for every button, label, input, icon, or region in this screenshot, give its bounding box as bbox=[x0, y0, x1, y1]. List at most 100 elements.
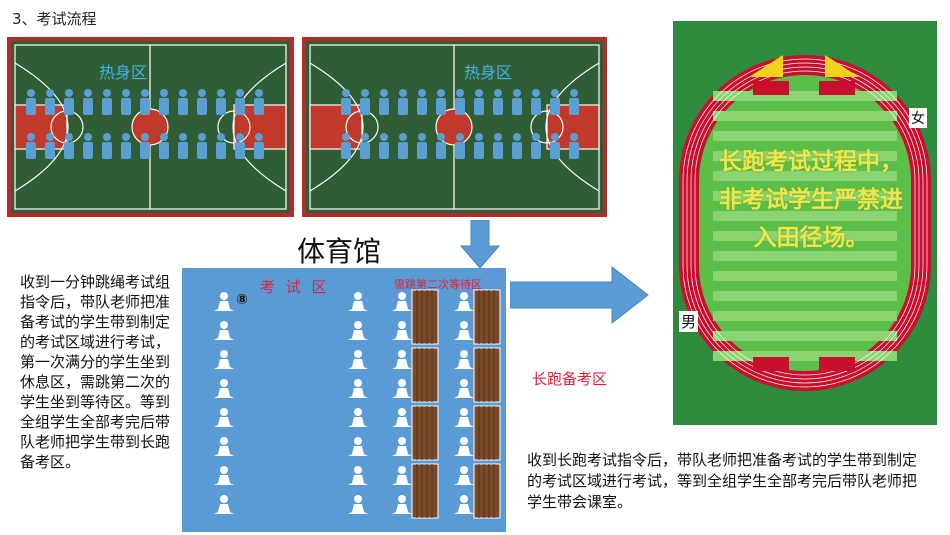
gym-label: 体育馆 bbox=[297, 235, 382, 268]
student-figure bbox=[512, 133, 522, 159]
student-figure bbox=[569, 89, 579, 115]
exam-figures bbox=[214, 289, 501, 519]
student-figure bbox=[455, 133, 465, 159]
seated-student-icon bbox=[214, 437, 234, 456]
student-figure bbox=[569, 133, 579, 159]
seated-student-icon bbox=[214, 350, 234, 369]
student-figure bbox=[531, 133, 541, 159]
seated-student-icon bbox=[348, 379, 368, 398]
student-figure bbox=[216, 133, 226, 159]
student-figure bbox=[83, 133, 93, 159]
seated-student-icon bbox=[392, 437, 412, 456]
bench bbox=[473, 347, 501, 403]
seated-student-icon bbox=[348, 437, 368, 456]
student-figure bbox=[26, 89, 36, 115]
warmup-court-right: 热身区 bbox=[302, 37, 607, 217]
seated-student-icon bbox=[214, 408, 234, 427]
student-figure bbox=[379, 133, 389, 159]
seated-student-icon bbox=[214, 466, 234, 485]
student-figure bbox=[64, 133, 74, 159]
left-instructions: 收到一分钟跳绳考试组指令后，带队老师把准备考试的学生带到制定的考试区域进行考试，… bbox=[20, 273, 171, 471]
seated-student-icon bbox=[214, 292, 234, 311]
student-figure bbox=[512, 89, 522, 115]
exam-area: 考 试 区 需跳第二次等待区 ⑧ bbox=[182, 268, 506, 532]
circle-number: ⑧ bbox=[236, 292, 248, 308]
seated-student-icon bbox=[214, 379, 234, 398]
student-figure bbox=[254, 89, 264, 115]
bottom-instructions: 收到长跑考试指令后，带队老师把准备考试的学生带到制定的考试区域进行考试，等到全组… bbox=[527, 451, 918, 511]
running-track: 长跑考试过程中，非考试学生严禁进入田径场。 女 男 bbox=[673, 21, 937, 425]
bench bbox=[411, 347, 439, 403]
student-figure bbox=[45, 89, 55, 115]
student-figure bbox=[235, 89, 245, 115]
warmup-label-right: 热身区 bbox=[464, 63, 513, 82]
student-figure bbox=[417, 89, 427, 115]
student-figure bbox=[474, 133, 484, 159]
student-figure bbox=[216, 89, 226, 115]
seated-student-icon bbox=[348, 350, 368, 369]
student-figure bbox=[26, 133, 36, 159]
student-figure bbox=[178, 133, 188, 159]
student-figure bbox=[398, 89, 408, 115]
seated-student-icon bbox=[454, 408, 474, 427]
seated-student-icon bbox=[454, 350, 474, 369]
bench bbox=[411, 405, 439, 461]
bench bbox=[473, 289, 501, 345]
male-label: 男 bbox=[679, 311, 699, 332]
wait-area-title: 需跳第二次等待区 bbox=[394, 278, 482, 291]
student-figure bbox=[341, 89, 351, 115]
seated-student-icon bbox=[392, 350, 412, 369]
down-arrow-icon bbox=[460, 220, 500, 269]
student-figure bbox=[159, 133, 169, 159]
student-figure bbox=[83, 89, 93, 115]
student-figure bbox=[45, 133, 55, 159]
seated-student-icon bbox=[392, 292, 412, 311]
right-arrow-icon bbox=[510, 265, 649, 325]
seated-student-icon bbox=[392, 408, 412, 427]
student-figure bbox=[417, 133, 427, 159]
student-figure bbox=[360, 89, 370, 115]
student-figure bbox=[436, 133, 446, 159]
bench bbox=[473, 405, 501, 461]
student-figure bbox=[102, 133, 112, 159]
student-figure bbox=[64, 89, 74, 115]
student-figure bbox=[159, 89, 169, 115]
seated-student-icon bbox=[348, 408, 368, 427]
student-figure bbox=[140, 133, 150, 159]
student-figure bbox=[550, 133, 560, 159]
student-figure bbox=[140, 89, 150, 115]
bench bbox=[411, 463, 439, 519]
run-prep-label: 长跑备考区 bbox=[532, 370, 608, 388]
bench bbox=[411, 289, 439, 345]
student-figure bbox=[360, 133, 370, 159]
warmup-label-left: 热身区 bbox=[99, 63, 148, 82]
student-figure bbox=[197, 89, 207, 115]
student-figure bbox=[493, 89, 503, 115]
student-figure bbox=[102, 89, 112, 115]
student-figure bbox=[254, 133, 264, 159]
seated-student-icon bbox=[454, 466, 474, 485]
seated-student-icon bbox=[454, 379, 474, 398]
female-label: 女 bbox=[909, 108, 927, 128]
seated-student-icon bbox=[392, 495, 412, 514]
student-figure bbox=[436, 89, 446, 115]
student-figure bbox=[235, 133, 245, 159]
track-drawing bbox=[673, 21, 937, 425]
seated-student-icon bbox=[454, 437, 474, 456]
seated-student-icon bbox=[214, 495, 234, 514]
exam-area-title: 考 试 区 bbox=[260, 278, 330, 296]
student-figure bbox=[455, 89, 465, 115]
seated-student-icon bbox=[454, 321, 474, 340]
student-figure bbox=[341, 133, 351, 159]
seated-student-icon bbox=[392, 379, 412, 398]
seated-student-icon bbox=[392, 466, 412, 485]
seated-student-icon bbox=[214, 321, 234, 340]
students-right bbox=[341, 89, 579, 159]
student-figure bbox=[197, 133, 207, 159]
student-figure bbox=[474, 89, 484, 115]
student-figure bbox=[531, 89, 541, 115]
student-figure bbox=[379, 89, 389, 115]
student-figure bbox=[398, 133, 408, 159]
seated-student-icon bbox=[392, 321, 412, 340]
seated-student-icon bbox=[454, 292, 474, 311]
